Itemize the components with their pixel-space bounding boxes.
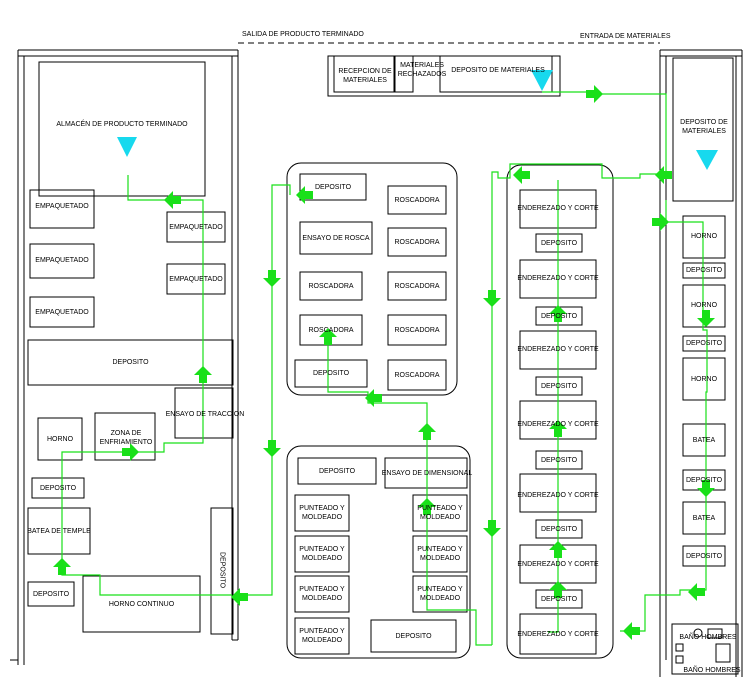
deposito-label: DEPOSITO	[312, 369, 350, 377]
enderezado-label: ENDEREZADO Y CORTE	[517, 420, 599, 428]
ensayo-dimensional-label: ENSAYO DE DIMENSIONAL	[381, 469, 473, 477]
batea-label: BATEA	[692, 514, 716, 522]
empaquetado-label: EMPAQUETADO	[169, 275, 223, 283]
punteado-label: PUNTEADO Y MOLDEADO	[417, 546, 463, 562]
deposito-label: DEPOSITO	[685, 339, 723, 347]
entrada-label: ENTRADA DE MATERIALES	[580, 33, 671, 40]
enderezado-label: ENDEREZADO Y CORTE	[517, 491, 599, 499]
bano-label: BAÑO HOMBRES	[683, 666, 741, 674]
right-area-boxes	[671, 57, 739, 675]
deposito-label: DEPOSITO	[685, 266, 723, 274]
marker-triangle-icon	[117, 137, 137, 157]
roscadora-label: ROSCADORA	[308, 282, 354, 290]
punteado-label: PUNTEADO Y MOLDEADO	[299, 505, 345, 521]
punteado-label: PUNTEADO Y MOLDEADO	[299, 546, 345, 562]
almacen-label: ALMACÉN DE PRODUCTO TERMINADO	[56, 120, 188, 128]
punteado-boxes	[294, 457, 468, 655]
salida-label: SALIDA DE PRODUCTO TERMINADO	[242, 31, 364, 38]
roscadora-label: ROSCADORA	[394, 196, 440, 204]
marker-triangle-icon	[531, 70, 553, 91]
roscadora-label: ROSCADORA	[394, 371, 440, 379]
deposito-label: DEPOSITO	[540, 312, 578, 320]
marker-triangle-icon	[696, 150, 718, 170]
deposito-label: DEPOSITO	[395, 632, 432, 640]
horno-continuo-label: HORNO CONTINUO	[108, 600, 175, 608]
recepcion-label: RECEPCION DE MATERIALES	[338, 68, 392, 84]
bano-label: BAÑO HOMBRES	[679, 633, 737, 641]
punteado-label: PUNTEADO Y MOLDEADO	[417, 586, 463, 602]
deposito-label: DEPOSITO	[685, 552, 723, 560]
enderezado-label: ENDEREZADO Y CORTE	[517, 345, 599, 353]
ensayo-traccion-label: ENSAYO DE TRACCION	[165, 410, 245, 418]
batea-temple-label: BATEA DE TEMPLE	[27, 527, 91, 535]
horno-label: HORNO	[690, 301, 718, 309]
roscadora-label: ROSCADORA	[394, 282, 440, 290]
ensayo-rosca-label: ENSAYO DE ROSCA	[302, 234, 370, 242]
reception-area	[327, 55, 561, 97]
deposito-vertical-label: DEPOSITO	[218, 551, 226, 589]
deposito-label: DEPOSITO	[540, 595, 578, 603]
horno-label: HORNO	[690, 232, 718, 240]
empaquetado-label: EMPAQUETADO	[35, 256, 89, 264]
horno-label: HORNO	[46, 435, 74, 443]
deposito-label: DEPOSITO	[540, 525, 578, 533]
deposito-label: DEPOSITO	[112, 358, 149, 366]
enderezado-label: ENDEREZADO Y CORTE	[517, 274, 599, 282]
roscado-boxes	[294, 173, 447, 391]
punteado-label: PUNTEADO Y MOLDEADO	[299, 628, 345, 644]
deposito-label: DEPOSITO	[318, 467, 356, 475]
rechazados-label: MATERIALES RECHAZADOS	[397, 62, 447, 78]
horno-label: HORNO	[690, 375, 718, 383]
deposito-label: DEPOSITO	[32, 590, 70, 598]
flow-lines	[61, 91, 708, 646]
deposito-label: DEPOSITO	[314, 183, 352, 191]
roscadora-label: ROSCADORA	[394, 326, 440, 334]
enderezado-label: ENDEREZADO Y CORTE	[517, 560, 599, 568]
deposito-label: DEPOSITO	[540, 382, 578, 390]
enderezado-label: ENDEREZADO Y CORTE	[517, 630, 599, 638]
deposito-label: DEPOSITO	[540, 239, 578, 247]
deposito-label: DEPOSITO	[685, 476, 723, 484]
batea-label: BATEA	[692, 436, 716, 444]
roscadora-label: ROSCADORA	[394, 238, 440, 246]
deposito-label: DEPOSITO	[540, 456, 578, 464]
punteado-label: PUNTEADO Y MOLDEADO	[417, 505, 463, 521]
enderezado-label: ENDEREZADO Y CORTE	[517, 204, 599, 212]
roscadora-label: ROSCADORA	[308, 326, 354, 334]
marker-icons	[117, 70, 718, 170]
deposito-materiales-top-label: DEPOSITO DE MATERIALES	[451, 66, 545, 74]
deposito-label: DEPOSITO	[39, 484, 77, 492]
deposito-materiales-label: DEPOSITO DE MATERIALES	[680, 119, 728, 135]
empaquetado-label: EMPAQUETADO	[169, 223, 223, 231]
empaquetado-label: EMPAQUETADO	[35, 308, 89, 316]
restroom-fixtures	[675, 628, 731, 664]
punteado-label: PUNTEADO Y MOLDEADO	[299, 586, 345, 602]
left-area-boxes	[27, 61, 234, 635]
zona-enfriamiento-label: ZONA DE ENFRIAMIENTO	[99, 430, 153, 446]
empaquetado-label: EMPAQUETADO	[35, 202, 89, 210]
